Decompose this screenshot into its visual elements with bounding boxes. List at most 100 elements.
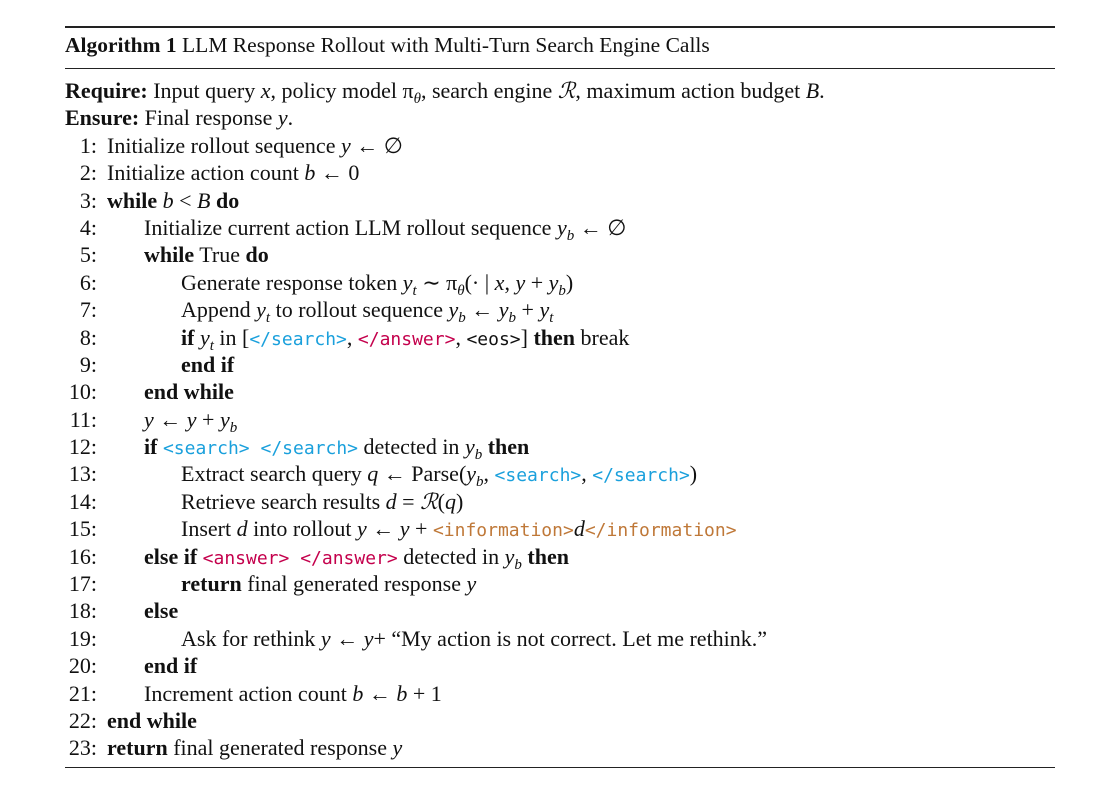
line-number: 6: (79, 269, 97, 295)
text-segment: q (367, 461, 379, 487)
text-segment: while (144, 242, 195, 268)
text-segment: to rollout sequence (270, 297, 449, 323)
text-segment: in [ (213, 324, 250, 350)
line-content: y ← y + yb (144, 406, 237, 442)
line-number: 9: (79, 351, 97, 377)
line-content: return final generated response y (181, 570, 476, 597)
algorithm-line: 15:Insert d into rollout y ← y + <inform… (65, 515, 1055, 542)
algorithm-line: 1:Initialize rollout sequence y ← ∅ (65, 132, 1055, 159)
line-content: if yt in [</search>, </answer>, <eos>] t… (181, 324, 629, 360)
algorithm-line: 5:while True do (65, 241, 1055, 268)
text-segment: end if (181, 351, 235, 377)
text-segment: + (196, 406, 220, 432)
algorithm-line: 22: end while (65, 707, 1055, 734)
text-segment: t (265, 310, 271, 327)
text-segment: + 1 (407, 680, 442, 706)
line-number: 20: (68, 653, 97, 679)
text-segment: b (352, 680, 364, 706)
text-segment: ) (689, 461, 698, 487)
text-segment: y (392, 735, 403, 761)
text-segment: y (199, 324, 210, 350)
text-segment: b (508, 310, 517, 327)
line-content: if <search> </search> detected in yb the… (144, 433, 529, 469)
text-segment: do (245, 242, 269, 268)
line-number: 11: (69, 406, 97, 432)
code-token: </answer> (357, 328, 456, 350)
text-segment: , maximum action budget (575, 78, 806, 103)
code-token: <search> </search> (162, 438, 359, 460)
algorithm-line: 14:Retrieve search results d = ℛ(q) (65, 488, 1055, 515)
text-segment: return (107, 735, 168, 761)
text-segment: b (396, 680, 408, 706)
algorithm-line: 2:Initialize action count b ← 0 (65, 159, 1055, 186)
algorithm-line: 16:else if <answer> </answer> detected i… (65, 543, 1055, 573)
line-content: while True do (144, 241, 269, 268)
text-segment: ← (153, 406, 187, 432)
line-content: Increment action count b ← b + 1 (144, 680, 442, 707)
text-segment: y (504, 543, 515, 569)
text-segment: y (548, 269, 559, 295)
text-segment: ← (465, 297, 499, 323)
text-segment: ← Parse( (378, 461, 467, 487)
text-segment: , policy model π (270, 78, 414, 103)
text-segment: ℛ (420, 488, 438, 514)
line-number: 22: (68, 707, 97, 733)
text-segment: t (412, 282, 417, 299)
text-segment: y (277, 105, 288, 131)
text-segment: , (455, 324, 467, 350)
text-segment: ← ∅ (350, 132, 403, 158)
line-number: 7: (79, 297, 97, 323)
text-segment: ← 0 (315, 160, 360, 186)
text-segment: if (181, 324, 195, 350)
algorithm-line: 20:end if (65, 652, 1055, 679)
text-segment: do (216, 187, 240, 213)
code-token: </information> (584, 520, 737, 542)
algorithm-label: Algorithm 1 (65, 33, 177, 57)
text-segment: B (805, 78, 820, 103)
text-segment: , (581, 461, 593, 487)
text-segment: then (527, 543, 569, 569)
text-segment: , (346, 324, 358, 350)
text-segment: end while (107, 707, 197, 733)
text-segment: y (399, 516, 410, 542)
text-segment: + (409, 516, 433, 542)
text-segment: ← ∅ (574, 214, 627, 240)
text-segment: x (260, 78, 271, 103)
text-segment: Initialize action count (107, 160, 305, 186)
text-segment: = (396, 488, 421, 514)
text-segment: + “My action is not correct. Let me reth… (373, 625, 768, 651)
algorithm-line: 7:Append yt to rollout sequence yb ← yb … (65, 296, 1055, 327)
line-number: 17: (68, 571, 97, 597)
text-segment: ← (330, 625, 364, 651)
text-segment: + (516, 297, 540, 323)
text-segment: B (197, 187, 211, 213)
text-segment: ∼ π (416, 269, 458, 295)
bottom-rule (65, 767, 1055, 768)
text-segment: x (494, 269, 505, 295)
text-segment: t (209, 337, 214, 354)
line-content: Insert d into rollout y ← y + <informati… (181, 515, 737, 544)
text-segment: else if (144, 543, 198, 569)
algorithm-line: 3:while b < B do (65, 187, 1055, 214)
text-segment: t (549, 310, 554, 327)
line-content: else if <answer> </answer> detected in y… (144, 543, 569, 579)
text-segment: y (466, 571, 477, 597)
code-token: </search> (249, 328, 347, 350)
text-segment: into rollout (247, 516, 357, 542)
code-token: <eos> (466, 328, 521, 350)
algorithm-line: 18:else (65, 597, 1055, 624)
line-content: Extract search query q ← Parse(yb, <sear… (181, 460, 697, 496)
text-segment: ) (455, 488, 464, 514)
text-segment: . (819, 78, 825, 103)
algorithm-line: 12:if <search> </search> detected in yb … (65, 433, 1055, 463)
text-segment: y (340, 132, 351, 158)
algorithm-line: 13:Extract search query q ← Parse(yb, <s… (65, 460, 1055, 490)
line-number: 14: (68, 488, 97, 514)
line-number: 4: (79, 214, 97, 240)
text-segment: Insert (181, 516, 237, 542)
line-content: end while (144, 378, 234, 405)
text-segment: b (476, 474, 484, 491)
text-segment: Initialize current action LLM rollout se… (144, 214, 557, 240)
line-number: 16: (68, 543, 97, 569)
text-segment: y (363, 625, 374, 651)
